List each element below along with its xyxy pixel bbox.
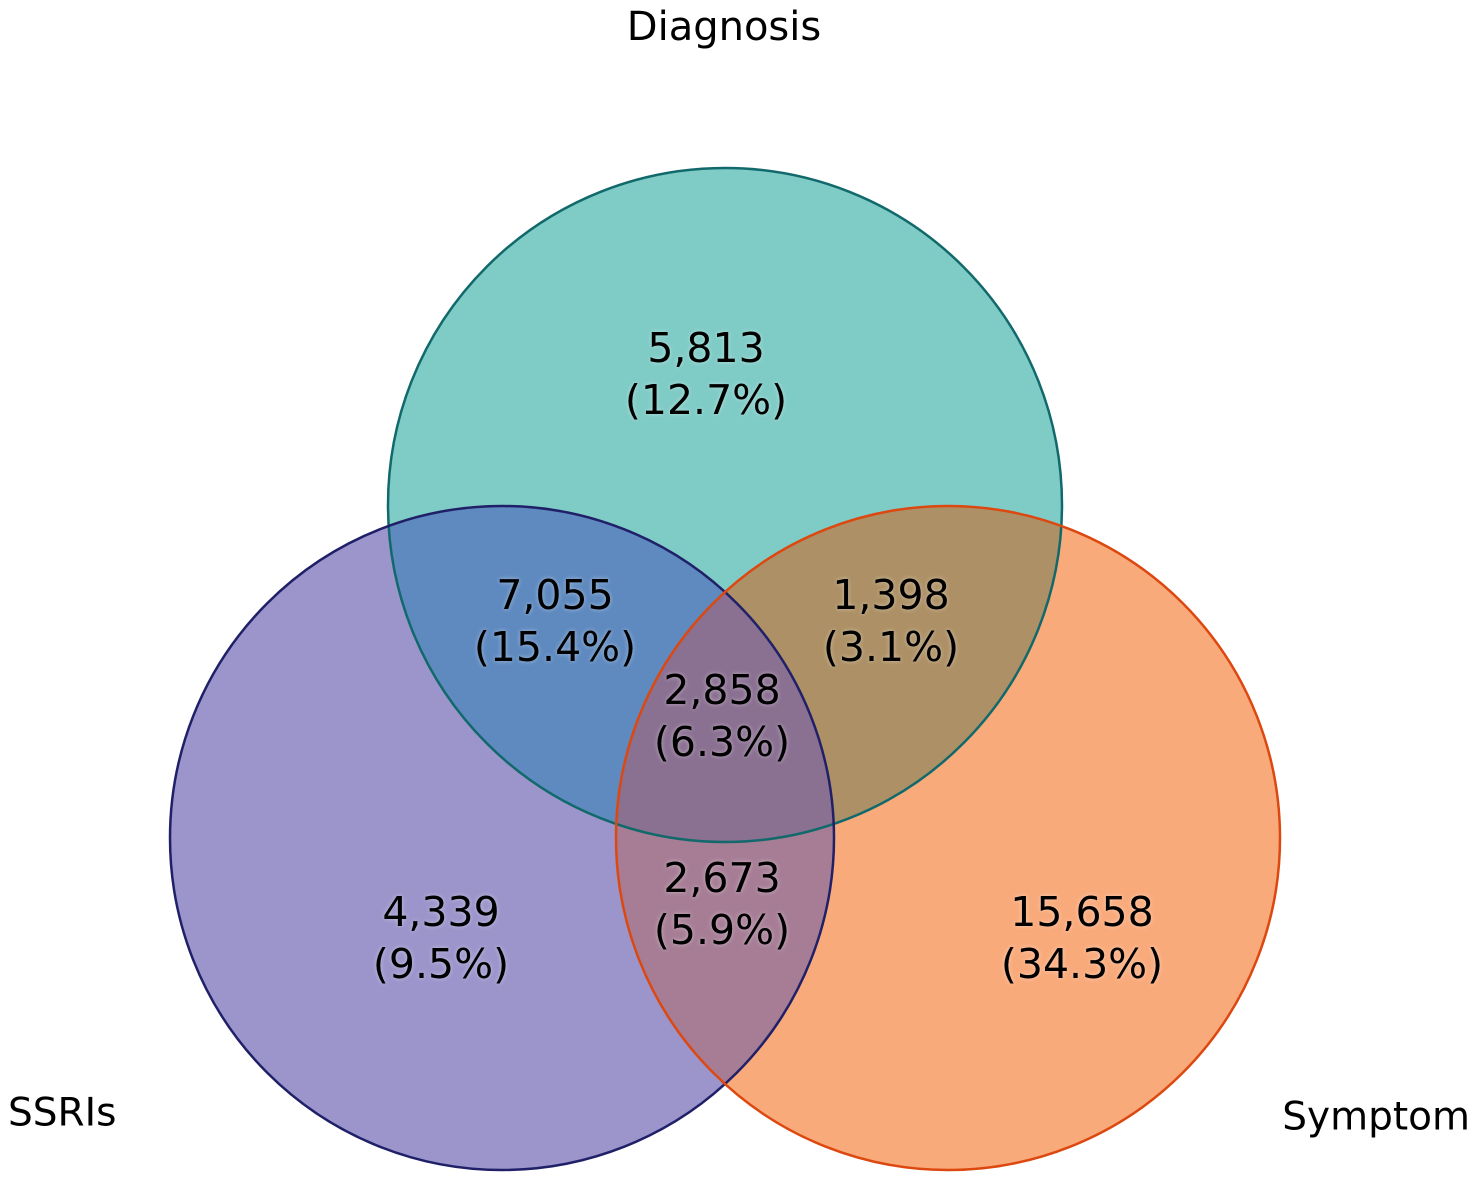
- region-count: 7,055: [496, 571, 614, 619]
- region-all-three-overlap: [616, 506, 834, 842]
- region-count: 15,658: [1010, 888, 1154, 936]
- region-percent: (12.7%): [624, 376, 788, 424]
- region-percent: (6.3%): [653, 718, 791, 766]
- region-label-ssris-symptom: 2,673 (5.9%): [654, 852, 790, 956]
- region-count: 2,858: [663, 666, 781, 714]
- set-label-diagnosis: Diagnosis: [626, 4, 822, 50]
- region-label-diagnosis-symptom: 1,398 (3.1%): [823, 569, 959, 673]
- region-label-symptom-only: 15,658 (34.3%): [1001, 886, 1163, 990]
- set-label-symptom: Symptom: [1282, 1094, 1470, 1140]
- region-percent: (3.1%): [822, 623, 960, 671]
- ssris-circle-outline: [168, 504, 836, 1172]
- region-label-diagnosis-ssris: 7,055 (15.4%): [474, 569, 636, 673]
- region-count: 5,813: [647, 324, 765, 372]
- region-label-all-three: 2,858 (6.3%): [654, 664, 790, 768]
- region-percent: (34.3%): [1000, 940, 1164, 988]
- diagnosis-circle-outline: [386, 166, 1064, 844]
- region-percent: (5.9%): [653, 906, 791, 954]
- region-percent: (9.5%): [372, 940, 510, 988]
- symptom-circle-outline: [614, 504, 1282, 1172]
- region-label-diagnosis-only: 5,813 (12.7%): [625, 322, 787, 426]
- region-label-ssris-only: 4,339 (9.5%): [373, 886, 509, 990]
- region-percent: (15.4%): [473, 623, 637, 671]
- region-count: 2,673: [663, 854, 781, 902]
- region-count: 4,339: [382, 888, 500, 936]
- set-label-ssris: SSRIs: [8, 1090, 117, 1136]
- region-count: 1,398: [832, 571, 950, 619]
